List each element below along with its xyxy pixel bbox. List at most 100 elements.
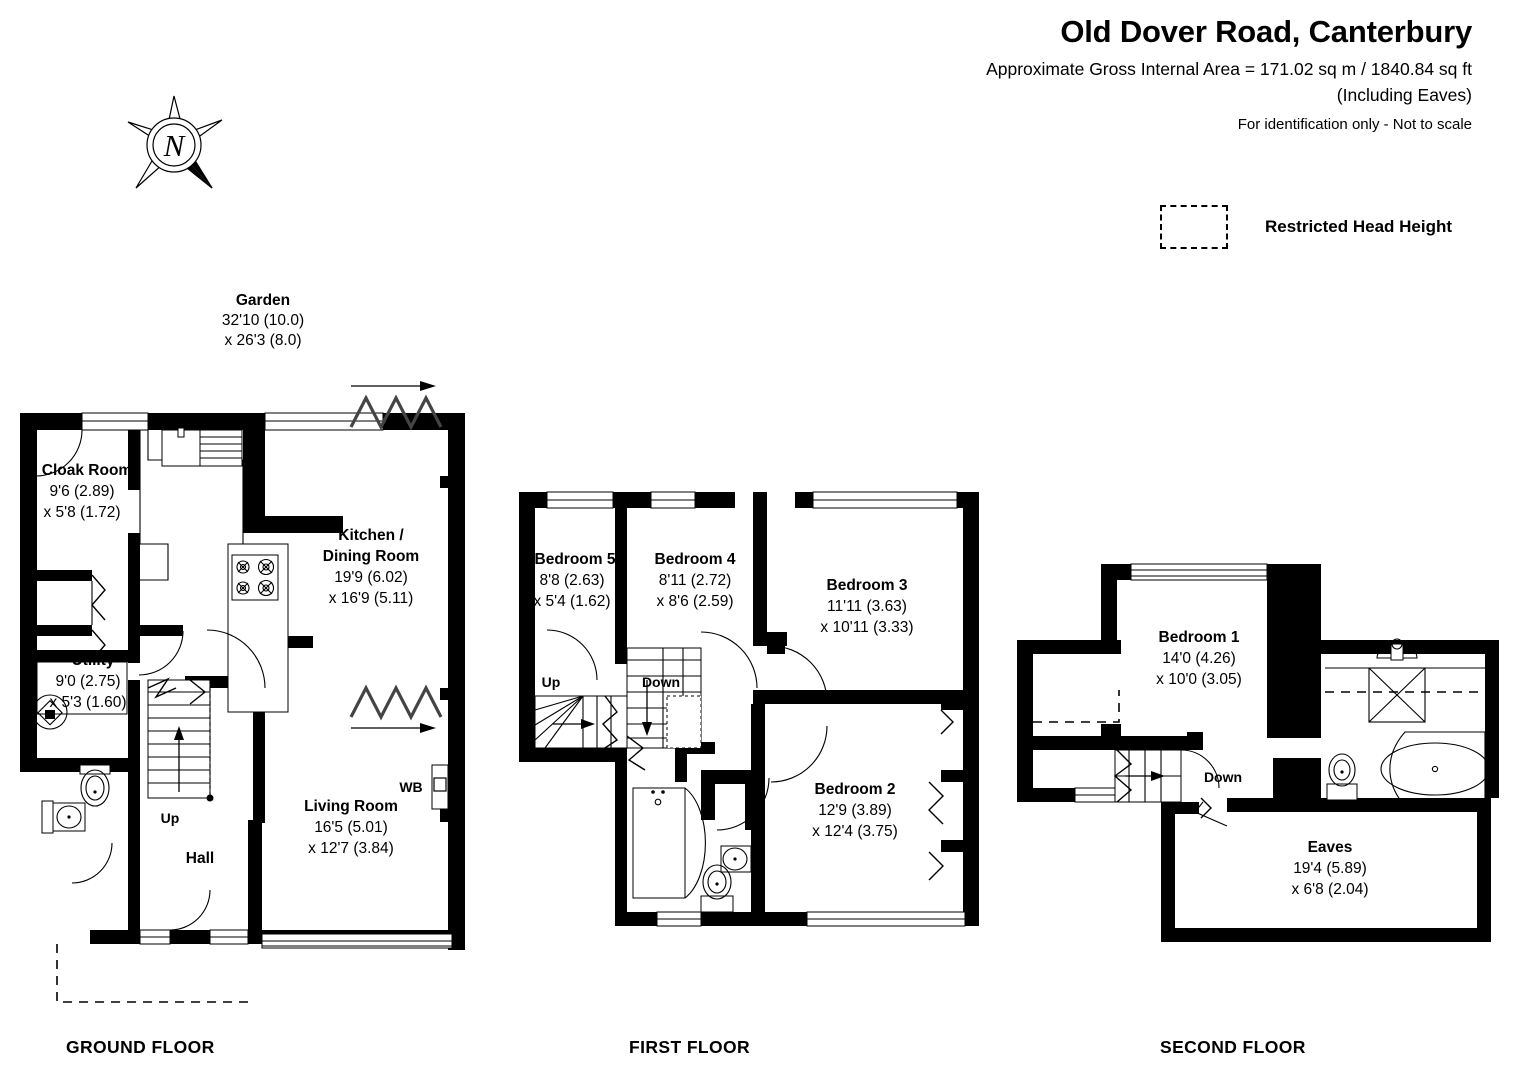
disclaimer-note: For identification only - Not to scale bbox=[1237, 116, 1472, 134]
door-bedroom4 bbox=[700, 631, 758, 689]
staircase-ground-up: Up bbox=[147, 677, 214, 826]
window-bed1-top bbox=[1130, 563, 1268, 581]
label-living-room: Living Room 16'5 (5.01) x 12'7 (3.84) bbox=[304, 798, 398, 857]
compass-north-label: N bbox=[163, 128, 187, 163]
stair-down-label-second: Down bbox=[1204, 769, 1242, 785]
bedroom1-dim2: x 10'0 (3.05) bbox=[1156, 671, 1242, 688]
cloak-room-dim1: 9'6 (2.89) bbox=[50, 483, 115, 500]
bedroom1-dim1: 14'0 (4.26) bbox=[1162, 650, 1236, 667]
freestanding-bath-icon bbox=[1380, 731, 1490, 807]
kitchen-fittings bbox=[139, 427, 289, 713]
compass-inner-circle bbox=[152, 123, 196, 167]
bedroom4-dim1: 8'11 (2.72) bbox=[659, 572, 731, 589]
bedroom4-dim2: x 8'6 (2.59) bbox=[656, 593, 733, 610]
window-bed3-top bbox=[812, 491, 958, 509]
hall-name: Hall bbox=[186, 850, 214, 867]
wc-fittings bbox=[41, 764, 111, 834]
bath-icon-first bbox=[632, 787, 706, 899]
toilet-icon-ground bbox=[79, 764, 111, 807]
cloak-room-dim2: x 5'8 (1.72) bbox=[43, 504, 120, 521]
second-floor-plan: Down Bedroom 1 14'0 (4.26) x 10'0 (3.05)… bbox=[1005, 540, 1515, 950]
including-eaves-note: (Including Eaves) bbox=[1336, 84, 1472, 105]
bedroom3-name: Bedroom 3 bbox=[827, 577, 908, 594]
bedroom2-dim1: 12'9 (3.89) bbox=[818, 802, 892, 819]
legend-label-restricted-head-height: Restricted Head Height bbox=[1265, 217, 1453, 236]
kitchen-dining-dim2: x 16'9 (5.11) bbox=[329, 590, 414, 607]
label-kitchen-dining: Kitchen / Dining Room 19'9 (6.02) x 16'9… bbox=[323, 527, 419, 607]
utility-dim1: 9'0 (2.75) bbox=[56, 673, 121, 690]
living-room-name: Living Room bbox=[304, 798, 398, 815]
living-room-dim1: 16'5 (5.01) bbox=[314, 819, 388, 836]
label-bedroom3: Bedroom 3 11'11 (3.63) x 10'11 (3.33) bbox=[820, 577, 913, 636]
window-left-wing-bottom bbox=[1074, 787, 1118, 803]
label-bedroom4: Bedroom 4 8'11 (2.72) x 8'6 (2.59) bbox=[655, 551, 736, 610]
staircase-first-up: Up bbox=[534, 674, 628, 749]
label-utility: Utility 9'0 (2.75) x 5'3 (1.60) bbox=[49, 652, 126, 711]
first-floor-plan: Up Down bbox=[505, 480, 1005, 960]
window-bed2-bottom bbox=[806, 911, 966, 927]
ground-floor-doors bbox=[35, 429, 266, 931]
label-bedroom1: Bedroom 1 14'0 (4.26) x 10'0 (3.05) bbox=[1156, 629, 1242, 688]
ground-floor-plan: Garden 32'10 (10.0) x 26'3 (8.0) bbox=[0, 280, 500, 1010]
window-front-hall-a bbox=[139, 929, 171, 945]
compass-rose: N bbox=[122, 92, 226, 198]
door-wc bbox=[71, 842, 113, 884]
door-bedroom5 bbox=[546, 629, 598, 681]
label-cloak-room: Cloak Room 9'6 (2.89) x 5'8 (1.72) bbox=[42, 462, 132, 521]
label-bedroom5: Bedroom 5 8'8 (2.63) x 5'4 (1.62) bbox=[533, 551, 615, 610]
door-living-hall bbox=[206, 629, 266, 689]
window-bed5-top bbox=[546, 491, 614, 509]
first-floor-caption: FIRST FLOOR bbox=[629, 1037, 751, 1057]
ground-floor-windows bbox=[81, 412, 453, 949]
bedroom1-name: Bedroom 1 bbox=[1159, 629, 1240, 646]
window-living-front bbox=[261, 933, 453, 949]
door-bathroom bbox=[716, 777, 770, 831]
bedroom4-name: Bedroom 4 bbox=[655, 551, 736, 568]
window-front-hall-b bbox=[209, 929, 249, 945]
door-second-landing bbox=[1180, 749, 1220, 789]
porch-outline bbox=[56, 944, 248, 1003]
basin-icon-ground bbox=[41, 800, 86, 834]
first-floor-windows bbox=[546, 491, 966, 927]
utility-fittings bbox=[32, 661, 128, 730]
bedroom2-dim2: x 12'4 (3.75) bbox=[812, 823, 898, 840]
ground-floor-caption: GROUND FLOOR bbox=[66, 1037, 215, 1057]
door-bedroom2 bbox=[770, 725, 828, 783]
window-kitchen-top bbox=[264, 412, 384, 431]
stair-up-label-first: Up bbox=[542, 674, 561, 690]
toilet-icon-first bbox=[700, 864, 734, 913]
eaves-access-jog bbox=[1200, 797, 1212, 819]
second-floor-walls bbox=[1017, 564, 1499, 942]
kitchen-dining-name1: Kitchen / bbox=[338, 527, 404, 544]
living-room-dim2: x 12'7 (3.84) bbox=[308, 840, 394, 857]
stair-down-label-first: Down bbox=[642, 674, 680, 690]
second-floor-caption: SECOND FLOOR bbox=[1160, 1037, 1306, 1057]
staircase-first-down: Down bbox=[626, 647, 702, 771]
cloak-room-name: Cloak Room bbox=[42, 462, 132, 479]
washing-machine-icon bbox=[32, 694, 68, 730]
bedroom2-name: Bedroom 2 bbox=[815, 781, 896, 798]
ensuite-fittings bbox=[1325, 638, 1490, 807]
window-bath-bottom bbox=[656, 911, 702, 927]
second-floor-windows bbox=[1074, 563, 1268, 803]
garden-dim1: 32'10 (10.0) bbox=[222, 312, 304, 329]
bedroom3-dim2: x 10'11 (3.33) bbox=[820, 619, 913, 636]
bedroom5-dim2: x 5'4 (1.62) bbox=[533, 593, 610, 610]
bifold-door-kitchen bbox=[349, 381, 443, 431]
eaves-dim2: x 6'8 (2.04) bbox=[1291, 881, 1368, 898]
eaves-access bbox=[1194, 801, 1228, 827]
eaves-dim1: 19'4 (5.89) bbox=[1293, 860, 1367, 877]
bedroom3-dim1: 11'11 (3.63) bbox=[827, 598, 907, 615]
legend: Restricted Head Height bbox=[1160, 205, 1452, 249]
utility-worktop bbox=[36, 661, 128, 715]
first-floor-walls bbox=[519, 492, 979, 926]
garden-label: Garden 32'10 (10.0) x 26'3 (8.0) bbox=[222, 292, 304, 349]
bedroom5-name: Bedroom 5 bbox=[535, 551, 616, 568]
window-cloak-top bbox=[81, 412, 149, 431]
door-bedroom3 bbox=[770, 645, 828, 703]
restricted-head-height-bed1 bbox=[1033, 690, 1120, 723]
bedroom5-dim1: 8'8 (2.63) bbox=[540, 572, 605, 589]
shower-icon bbox=[1368, 638, 1426, 723]
toilet-icon-second bbox=[1326, 753, 1358, 801]
